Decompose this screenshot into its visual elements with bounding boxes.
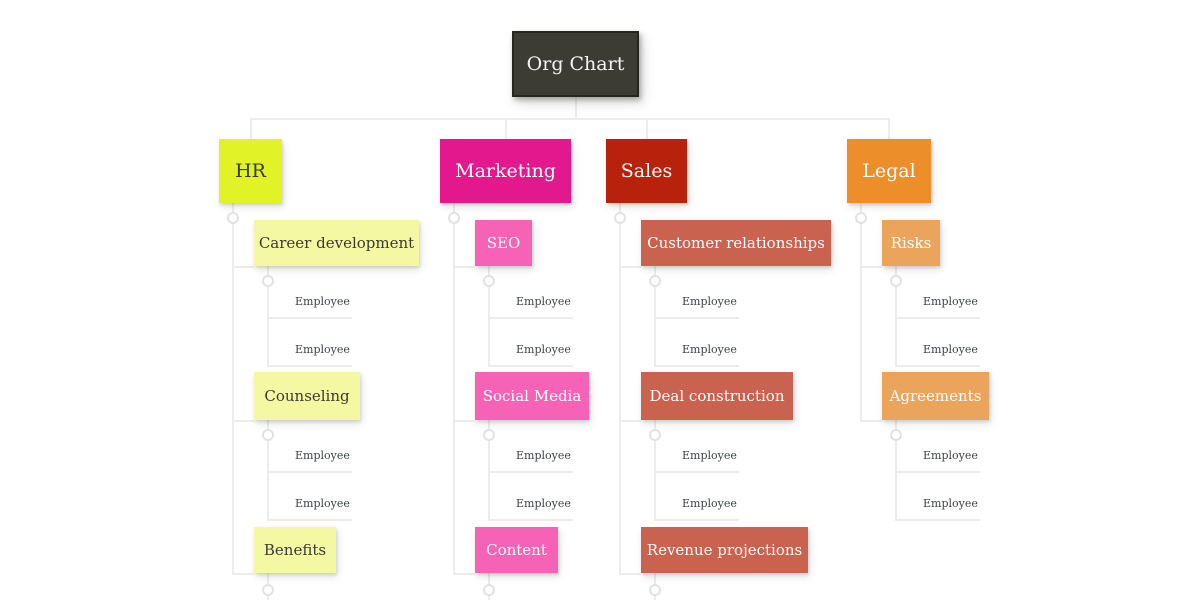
child-connector-line	[619, 266, 641, 268]
child-connector-line	[619, 420, 641, 422]
team-node-revenue-projections[interactable]: Revenue projections	[641, 527, 808, 573]
team-node-customer-relationships[interactable]: Customer relationships	[641, 220, 831, 266]
department-node-marketing[interactable]: Marketing	[440, 139, 571, 203]
employee-node[interactable]: Employee	[923, 295, 978, 308]
employee-node[interactable]: Employee	[923, 343, 978, 356]
employee-connector-line	[267, 519, 352, 521]
team-node-benefits[interactable]: Benefits	[254, 527, 336, 573]
employee-connector-line	[895, 519, 980, 521]
employee-node[interactable]: Employee	[295, 343, 350, 356]
employee-node[interactable]: Employee	[682, 343, 737, 356]
child-connector-line	[453, 266, 475, 268]
employee-connector-line	[895, 365, 980, 367]
employee-connector-line	[488, 317, 573, 319]
employee-connector-line	[895, 317, 980, 319]
employee-node[interactable]: Employee	[516, 343, 571, 356]
child-connector-line	[860, 420, 882, 422]
employee-node[interactable]: Employee	[923, 497, 978, 510]
team-spine-line	[895, 266, 897, 367]
collapse-toggle[interactable]	[227, 212, 239, 224]
top-rail-line	[250, 118, 890, 120]
header-drop-line	[250, 118, 252, 139]
header-drop-line	[505, 118, 507, 139]
collapse-toggle[interactable]	[483, 275, 495, 287]
employee-connector-line	[267, 365, 352, 367]
employee-node[interactable]: Employee	[295, 449, 350, 462]
collapse-toggle[interactable]	[649, 429, 661, 441]
employee-connector-line	[488, 519, 573, 521]
employee-connector-line	[895, 471, 980, 473]
employee-node[interactable]: Employee	[923, 449, 978, 462]
employee-connector-line	[488, 365, 573, 367]
department-node-sales[interactable]: Sales	[606, 139, 687, 203]
collapse-toggle[interactable]	[649, 584, 661, 596]
collapse-toggle[interactable]	[649, 275, 661, 287]
employee-connector-line	[654, 317, 739, 319]
team-spine-line	[654, 266, 656, 367]
employee-node[interactable]: Employee	[516, 497, 571, 510]
employee-connector-line	[654, 471, 739, 473]
collapse-toggle[interactable]	[448, 212, 460, 224]
department-node-hr[interactable]: HR	[219, 139, 282, 203]
child-connector-line	[453, 573, 475, 575]
employee-connector-line	[654, 365, 739, 367]
employee-node[interactable]: Employee	[295, 497, 350, 510]
employee-connector-line	[654, 519, 739, 521]
team-spine-line	[267, 420, 269, 521]
team-node-agreements[interactable]: Agreements	[882, 372, 989, 420]
employee-node[interactable]: Employee	[682, 497, 737, 510]
employee-connector-line	[267, 471, 352, 473]
team-node-risks[interactable]: Risks	[882, 220, 940, 266]
child-connector-line	[232, 266, 254, 268]
department-spine-line	[619, 203, 621, 575]
team-node-career-development[interactable]: Career development	[254, 220, 419, 266]
employee-connector-line	[267, 317, 352, 319]
collapse-toggle[interactable]	[483, 429, 495, 441]
team-node-social-media[interactable]: Social Media	[475, 372, 589, 420]
team-spine-line	[267, 266, 269, 367]
collapse-toggle[interactable]	[262, 429, 274, 441]
team-spine-line	[488, 420, 490, 521]
collapse-toggle[interactable]	[890, 429, 902, 441]
team-node-deal-construction[interactable]: Deal construction	[641, 372, 793, 420]
child-connector-line	[619, 573, 641, 575]
employee-node[interactable]: Employee	[295, 295, 350, 308]
header-drop-line	[646, 118, 648, 139]
team-spine-line	[654, 420, 656, 521]
employee-node[interactable]: Employee	[516, 295, 571, 308]
child-connector-line	[860, 266, 882, 268]
employee-connector-line	[488, 471, 573, 473]
collapse-toggle[interactable]	[890, 275, 902, 287]
department-spine-line	[232, 203, 234, 575]
team-node-content[interactable]: Content	[475, 527, 558, 573]
employee-node[interactable]: Employee	[682, 295, 737, 308]
header-drop-line	[888, 118, 890, 139]
child-connector-line	[453, 420, 475, 422]
department-node-legal[interactable]: Legal	[847, 139, 931, 203]
department-spine-line	[453, 203, 455, 575]
root-drop-line	[575, 97, 577, 120]
collapse-toggle[interactable]	[262, 275, 274, 287]
team-spine-line	[488, 266, 490, 367]
team-spine-line	[895, 420, 897, 521]
collapse-toggle[interactable]	[855, 212, 867, 224]
team-node-seo[interactable]: SEO	[475, 220, 532, 266]
root-node[interactable]: Org Chart	[512, 31, 639, 97]
employee-node[interactable]: Employee	[516, 449, 571, 462]
child-connector-line	[232, 420, 254, 422]
collapse-toggle[interactable]	[483, 584, 495, 596]
collapse-toggle[interactable]	[262, 584, 274, 596]
collapse-toggle[interactable]	[614, 212, 626, 224]
child-connector-line	[232, 573, 254, 575]
team-node-counseling[interactable]: Counseling	[254, 372, 360, 420]
employee-node[interactable]: Employee	[682, 449, 737, 462]
department-spine-line	[860, 203, 862, 422]
